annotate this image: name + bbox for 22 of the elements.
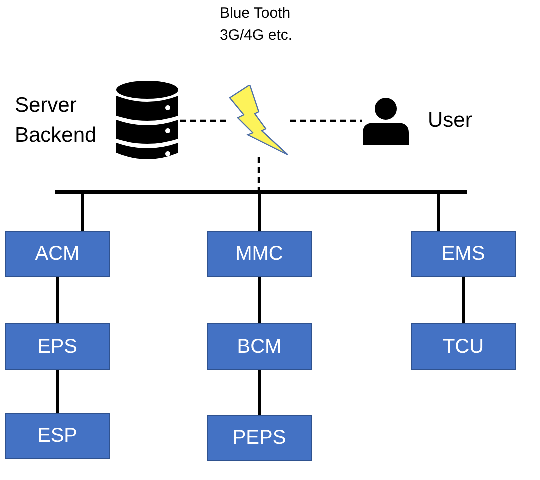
dashed-connector xyxy=(258,157,260,190)
node-label: Server Backend xyxy=(15,93,98,149)
connector-line xyxy=(258,370,261,415)
connector-line xyxy=(56,370,59,413)
connector-line xyxy=(258,277,261,323)
module-box: BCM xyxy=(207,323,312,370)
dashed-connector xyxy=(180,120,228,122)
node-label: User xyxy=(428,108,472,134)
module-box: TCU xyxy=(411,323,516,370)
connector-line xyxy=(258,194,261,231)
module-box: MMC xyxy=(207,231,312,277)
connector-line xyxy=(438,194,440,231)
module-box: ACM xyxy=(5,231,110,277)
wireless-label: Blue Tooth 3G/4G etc. xyxy=(220,4,294,46)
connector-line xyxy=(56,277,59,323)
module-box: ESP xyxy=(5,413,110,459)
module-box: EMS xyxy=(411,231,516,277)
connector-line xyxy=(81,194,84,231)
module-box: EPS xyxy=(5,323,110,370)
connector-line xyxy=(462,277,465,323)
dashed-connector xyxy=(290,120,362,122)
module-box: PEPS xyxy=(207,415,312,461)
